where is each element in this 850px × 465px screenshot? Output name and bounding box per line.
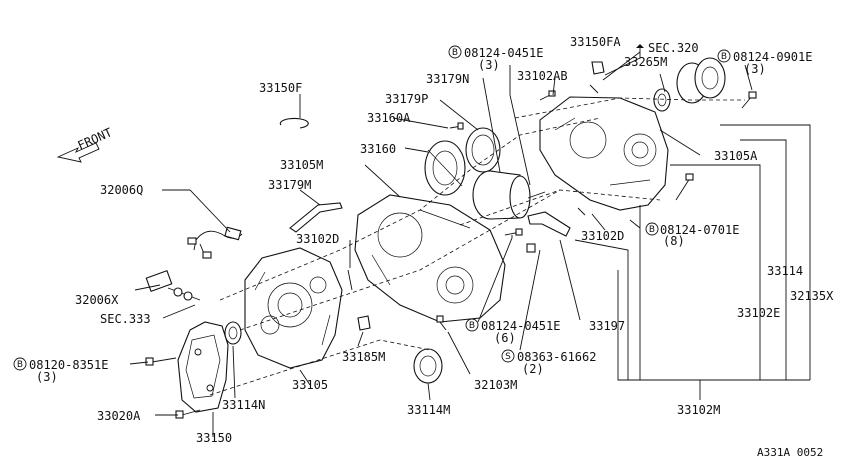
bolt-33102ab-2	[527, 191, 546, 199]
label-33197: 33197	[589, 319, 625, 333]
bearing-0901e	[676, 57, 726, 104]
label-08124-0901e-qty: (3)	[744, 62, 766, 76]
bracket-33197	[527, 211, 571, 237]
svg-text:B: B	[469, 321, 475, 331]
label-33102ab: 33102AB	[517, 69, 568, 83]
b-prefix-0451e-bot: B	[465, 318, 479, 332]
label-33179n: 33179N	[426, 72, 469, 86]
label-33179m: 33179M	[268, 178, 311, 192]
center-case-33105m	[354, 194, 506, 323]
front-case-33105	[244, 247, 343, 369]
snap-ring-33150f	[279, 117, 309, 129]
label-33020a: 33020A	[97, 409, 141, 423]
label-33150fa: 33150FA	[570, 35, 621, 49]
seal-33114n	[224, 321, 242, 345]
label-08120-8351e: 08120-8351E	[29, 358, 108, 372]
bolt-0901e	[741, 91, 757, 109]
dowel-33102d-right	[577, 207, 586, 216]
seal-33265m	[653, 88, 671, 112]
housing-33160	[424, 140, 466, 196]
label-08124-0451e-bottom: 08124-0451E	[481, 319, 560, 333]
label-33160a: 33160A	[367, 111, 411, 125]
label-08120-8351e-qty: (3)	[36, 370, 58, 384]
leader-lines	[129, 64, 811, 437]
diagram-code: A331A 0052	[757, 446, 823, 459]
seal-33114m	[413, 348, 443, 384]
label-08124-0901e: 08124-0901E	[733, 50, 812, 64]
label-32103m: 32103M	[474, 378, 517, 392]
label-08124-0701e-qty: (8)	[663, 234, 685, 248]
label-sec320: SEC.320	[648, 41, 699, 55]
clip-33150fa	[591, 61, 605, 75]
rear-case-33105a	[539, 96, 669, 211]
rail-33179m	[289, 202, 343, 233]
bolt-0701e	[675, 173, 694, 201]
label-33102m: 33102M	[677, 403, 720, 417]
label-sec333: SEC.333	[100, 312, 151, 326]
b-prefix-0451e-top: B	[448, 45, 462, 59]
label-32006x: 32006X	[75, 293, 119, 307]
svg-text:B: B	[452, 48, 458, 58]
svg-text:B: B	[649, 225, 655, 235]
ring-33179p	[465, 127, 501, 173]
b-prefix-8351e: B	[13, 357, 27, 371]
bolt-33102ab	[539, 90, 556, 101]
bolt-8351e	[145, 357, 177, 366]
label-33114m: 33114M	[407, 403, 450, 417]
bolt-33160a	[449, 122, 464, 130]
label-08124-0451e-top: 08124-0451E	[464, 46, 543, 60]
dowel-33102d	[347, 269, 353, 291]
label-33105m: 33105M	[280, 158, 323, 172]
label-33185m: 33185M	[342, 350, 385, 364]
label-08363-61662-qty: (2)	[522, 362, 544, 376]
bolt-32103m	[436, 315, 447, 331]
label-33102d-right: 33102D	[581, 229, 624, 243]
b-prefix-0701e: B	[645, 222, 659, 236]
label-08124-0451e-bottom-qty: (6)	[494, 331, 516, 345]
svg-text:B: B	[17, 360, 23, 370]
front-arrow-icon	[56, 142, 100, 163]
label-33265m: 33265M	[624, 55, 667, 69]
label-33102e: 33102E	[737, 306, 780, 320]
label-33105a: 33105A	[714, 149, 758, 163]
b-prefix-0901e: B	[717, 49, 731, 63]
front-label: FRONT	[76, 125, 115, 152]
sensor-32006q	[187, 226, 243, 259]
label-33150f: 33150F	[259, 81, 302, 95]
sensor-32006x	[145, 269, 201, 301]
label-32135x: 32135X	[790, 289, 834, 303]
svg-text:B: B	[721, 52, 727, 62]
bolt-33020a	[175, 409, 201, 419]
label-33150: 33150	[196, 431, 232, 445]
label-08124-0701e: 08124-0701E	[660, 223, 739, 237]
label-33179p: 33179P	[385, 92, 428, 106]
label-08363-61662: 08363-61662	[517, 350, 596, 364]
sec320-arrow	[604, 48, 641, 76]
svg-text:S: S	[505, 352, 511, 362]
label-32006q: 32006Q	[100, 183, 143, 197]
cylinder-33179n	[472, 170, 531, 220]
label-33105: 33105	[292, 378, 328, 392]
bolt-61662	[526, 243, 536, 253]
label-08124-0451e-top-qty: (3)	[478, 58, 500, 72]
label-33114n: 33114N	[222, 398, 265, 412]
label-33102d-left: 33102D	[296, 232, 339, 246]
bolt-0451e-bottom	[504, 228, 523, 236]
rear-cover-33150	[177, 321, 229, 413]
s-prefix-61662: S	[501, 349, 515, 363]
label-33114: 33114	[767, 264, 803, 278]
label-33160: 33160	[360, 142, 396, 156]
plug-33185m	[357, 315, 371, 331]
